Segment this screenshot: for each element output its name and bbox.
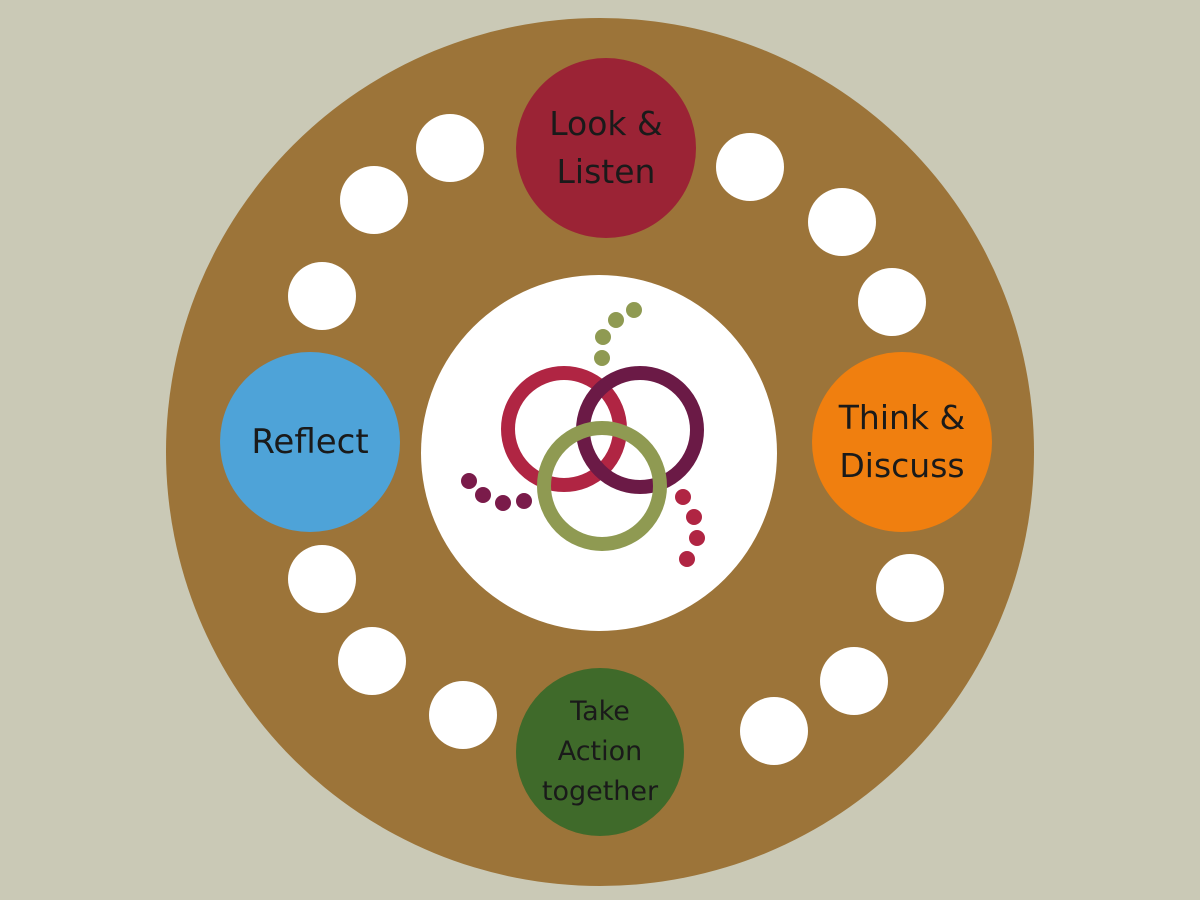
cycle-dot	[716, 133, 784, 201]
logo-dot-trail-purple	[461, 473, 532, 511]
cycle-dot	[429, 681, 497, 749]
cycle-dot	[416, 114, 484, 182]
logo-dot-trail-olive	[594, 302, 642, 366]
stage-label: Take Action together	[541, 696, 659, 807]
cycle-dot	[288, 262, 356, 330]
cycle-dot	[876, 554, 944, 622]
stage-take-action-together: Take Action together	[516, 668, 684, 836]
cycle-dot	[740, 697, 808, 765]
stage-label: Think & Discuss	[838, 398, 966, 485]
cycle-dot	[338, 627, 406, 695]
stage-reflect: Reflect	[220, 352, 400, 532]
stage-label: Reflect	[251, 422, 369, 462]
cycle-dot	[858, 268, 926, 336]
cycle-dot	[288, 545, 356, 613]
stage-look-and-listen: Look & Listen	[516, 58, 696, 238]
logo-ring-olive	[537, 421, 667, 551]
stage-think-and-discuss: Think & Discuss	[812, 352, 992, 532]
logo-dot-trail-red	[675, 489, 705, 567]
stage-label: Look & Listen	[549, 104, 663, 191]
cycle-dot	[820, 647, 888, 715]
interlocking-rings-logo-icon	[461, 302, 705, 567]
cycle-dot	[340, 166, 408, 234]
cycle-dot	[808, 188, 876, 256]
